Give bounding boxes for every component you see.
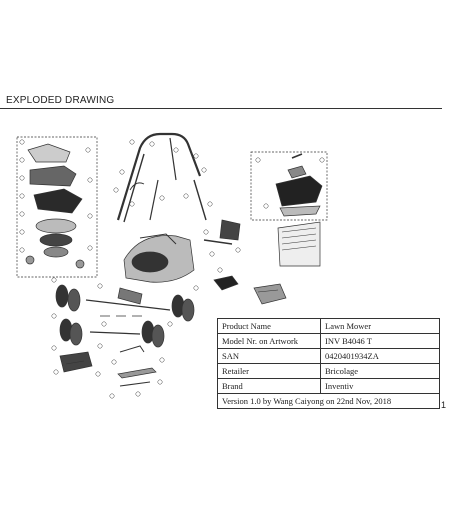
page-number: 1 [441, 400, 447, 410]
spec-label: Model Nr. on Artwork [217, 333, 321, 349]
spec-label: Retailer [217, 363, 321, 379]
table-row: Version 1.0 by Wang Caiyong on 22nd Nov,… [217, 393, 440, 409]
exploded-parts-drawing [16, 132, 328, 399]
grassbox-inset-box [250, 151, 328, 221]
spec-value: Inventiv [320, 378, 440, 394]
version-note: Version 1.0 by Wang Caiyong on 22nd Nov,… [217, 393, 440, 409]
spec-value: 0420401934ZA [320, 348, 440, 364]
spec-label: Product Name [217, 318, 321, 334]
mid-deck-parts [203, 219, 287, 305]
spec-value: Lawn Mower [320, 318, 440, 334]
spec-label: SAN [217, 348, 321, 364]
grass-box-parts [275, 153, 323, 267]
motor-parts-inset-box [16, 136, 98, 278]
spec-value: Bricolage [320, 363, 440, 379]
table-row: Product Name Lawn Mower [217, 318, 440, 334]
spec-label: Brand [217, 378, 321, 394]
motor-housing-parts [25, 143, 85, 269]
table-row: Brand Inventiv [217, 378, 440, 394]
header-divider [0, 108, 442, 109]
axles-and-fasteners [85, 287, 171, 335]
product-spec-table: Product Name Lawn Mower Model Nr. on Art… [217, 318, 440, 409]
wheels [55, 284, 195, 348]
handle-frame [116, 132, 207, 223]
mower-deck [123, 233, 195, 283]
page-title: EXPLODED DRAWING [6, 95, 115, 106]
blade-parts [59, 345, 157, 387]
table-row: Model Nr. on Artwork INV B4046 T [217, 333, 440, 349]
table-row: Retailer Bricolage [217, 363, 440, 379]
spec-value: INV B4046 T [320, 333, 440, 349]
table-row: SAN 0420401934ZA [217, 348, 440, 364]
